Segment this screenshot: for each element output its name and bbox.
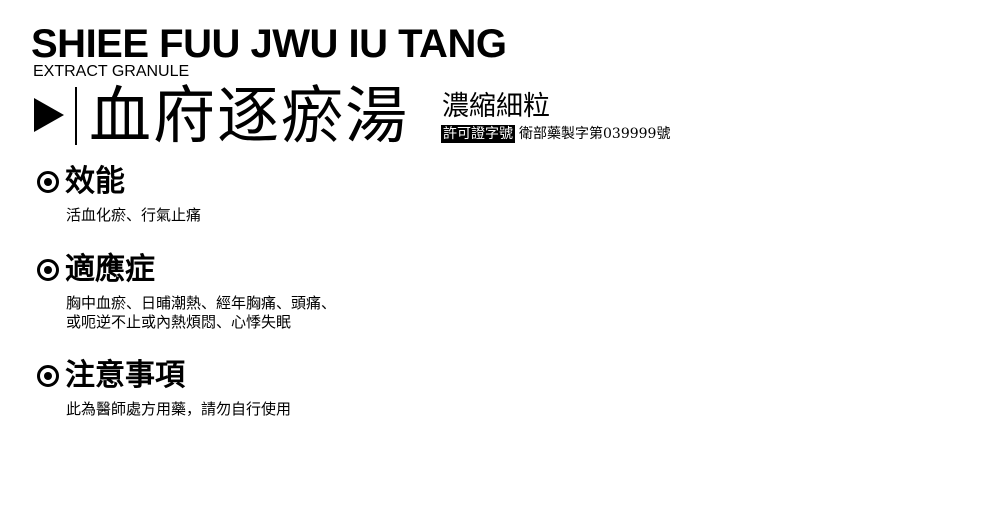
section-title: 效能	[65, 164, 125, 199]
license-row: 許可證字號 衛部藥製字第039999號	[441, 125, 670, 143]
section-text-line: 胸中血瘀、日晡潮熱、經年胸痛、頭痛、	[66, 294, 337, 312]
section-header: 適應症	[37, 252, 336, 288]
product-form-label: 濃縮細粒	[442, 91, 550, 122]
target-bullet-dot	[44, 266, 52, 274]
section-title: 注意事項	[65, 358, 185, 393]
section-body: 活血化瘀、行氣止痛	[66, 206, 201, 225]
title-divider	[75, 87, 77, 145]
section-body: 此為醫師處方用藥，請勿自行使用	[66, 400, 291, 419]
section-precautions: 注意事項 此為醫師處方用藥，請勿自行使用	[37, 358, 291, 419]
section-text-line: 或呃逆不止或內熱煩悶、心悸失眠	[66, 313, 292, 331]
license-number: 衛部藥製字第039999號	[519, 126, 671, 142]
target-bullet-dot	[44, 178, 52, 186]
section-header: 效能	[37, 164, 201, 200]
target-bullet-icon	[37, 259, 59, 281]
section-text-line: 活血化瘀、行氣止痛	[66, 206, 202, 224]
section-efficacy: 效能 活血化瘀、行氣止痛	[37, 164, 201, 225]
section-body: 胸中血瘀、日晡潮熱、經年胸痛、頭痛、 或呃逆不止或內熱煩悶、心悸失眠	[66, 294, 336, 332]
section-text-line: 此為醫師處方用藥，請勿自行使用	[66, 400, 292, 418]
play-arrow-icon	[34, 98, 64, 132]
section-title: 適應症	[65, 252, 155, 287]
target-bullet-icon	[37, 171, 59, 193]
chinese-product-name: 血府逐瘀湯	[89, 79, 410, 152]
target-bullet-icon	[37, 365, 59, 387]
section-header: 注意事項	[37, 358, 291, 394]
english-product-form: EXTRACT GRANULE	[33, 63, 190, 80]
target-bullet-dot	[44, 372, 52, 380]
license-badge: 許可證字號	[441, 125, 515, 143]
english-product-name: SHIEE FUU JWU IU TANG	[31, 22, 507, 66]
section-indications: 適應症 胸中血瘀、日晡潮熱、經年胸痛、頭痛、 或呃逆不止或內熱煩悶、心悸失眠	[37, 252, 336, 332]
